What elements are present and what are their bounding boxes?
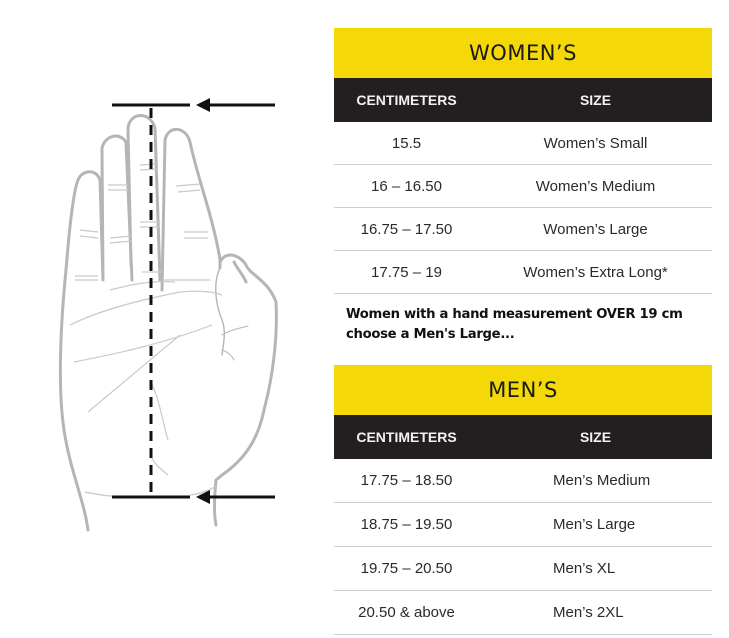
column-header-size: SIZE	[579, 92, 612, 108]
column-header-size: SIZE	[579, 429, 612, 445]
womens-title: WOMEN’S	[469, 41, 577, 65]
cm-cell: 16 – 16.50	[371, 177, 442, 195]
size-cell: Women’s Large	[543, 220, 648, 238]
table-row: 17.75 – 19 Women’s Extra Long*	[334, 251, 712, 294]
column-header-centimeters: CENTIMETERS	[356, 429, 457, 445]
palm-lines-icon	[69, 163, 223, 497]
table-row: 16 – 16.50 Women’s Medium	[334, 165, 712, 208]
size-cell: Men’s XL	[553, 560, 616, 577]
cm-cell: 15.5	[391, 134, 422, 152]
table-row: 17.75 – 18.50 Men’s Medium	[334, 459, 712, 503]
womens-title-bar: WOMEN’S	[334, 28, 712, 78]
size-cell: Men’s Medium	[553, 472, 651, 489]
size-cell: Men’s Large	[553, 516, 636, 533]
womens-size-table: WOMEN’S CENTIMETERS SIZE 15.5 Women’s Sm…	[334, 28, 712, 294]
hand-measurement-diagram	[58, 98, 278, 532]
column-header-centimeters: CENTIMETERS	[356, 92, 457, 108]
size-cell: Women’s Medium	[535, 177, 656, 195]
table-row: 15.5 Women’s Small	[334, 122, 712, 165]
cm-cell: 19.75 – 20.50	[360, 560, 453, 577]
note-line-2: choose a Men's Large...	[346, 327, 515, 342]
womens-header-row: CENTIMETERS SIZE	[334, 78, 712, 122]
cm-cell: 16.75 – 17.50	[360, 220, 453, 238]
table-row: 18.75 – 19.50 Men’s Large	[334, 503, 712, 547]
mens-size-table: MEN’S CENTIMETERS SIZE 17.75 – 18.50 Men…	[334, 365, 712, 635]
table-row: 20.50 & above Men’s 2XL	[334, 591, 712, 635]
cm-cell: 17.75 – 18.50	[360, 472, 453, 489]
size-cell: Men’s 2XL	[553, 604, 624, 621]
top-arrow-icon	[196, 98, 275, 112]
table-row: 16.75 – 17.50 Women’s Large	[334, 208, 712, 251]
size-cell: Women’s Small	[543, 134, 648, 152]
note-line-1: Women with a hand measurement OVER 19 cm	[346, 307, 683, 322]
cm-cell: 17.75 – 19	[371, 263, 442, 281]
cm-cell: 18.75 – 19.50	[360, 516, 453, 533]
size-cell: Women’s Extra Long*	[523, 263, 668, 281]
mens-title-bar: MEN’S	[334, 365, 712, 415]
mens-title: MEN’S	[488, 378, 558, 402]
bottom-arrow-icon	[196, 490, 275, 504]
table-row: 19.75 – 20.50 Men’s XL	[334, 547, 712, 591]
cm-cell: 20.50 & above	[358, 604, 455, 621]
hand-outline-icon	[58, 114, 278, 532]
mens-header-row: CENTIMETERS SIZE	[334, 415, 712, 459]
women-over-19cm-note: Women with a hand measurement OVER 19 cm…	[346, 305, 726, 345]
